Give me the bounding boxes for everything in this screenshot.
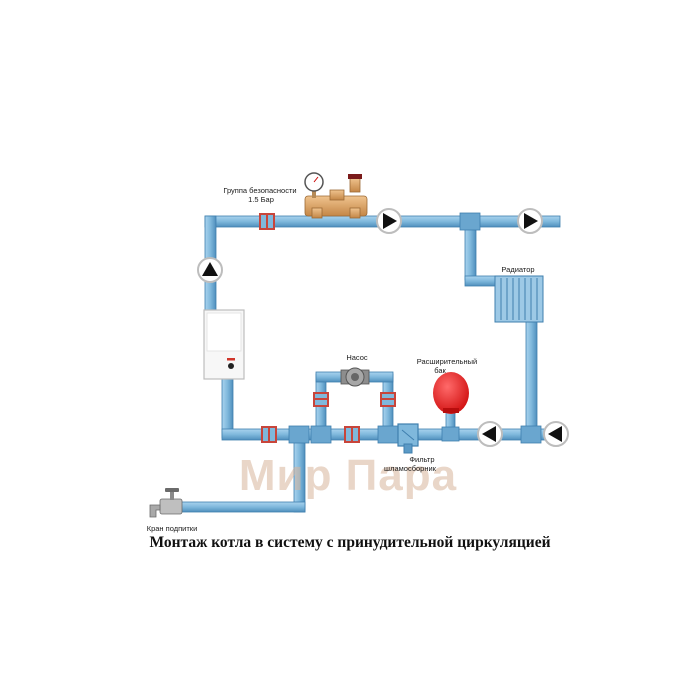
safety-group <box>304 172 368 219</box>
label-fill-valve: Кран подпитки <box>147 524 198 533</box>
pipe-radiator-return <box>525 317 538 439</box>
circle-arrow-icon <box>376 208 402 234</box>
radiator-icon <box>494 275 544 323</box>
expansion-tank-icon <box>433 372 469 414</box>
label-filter-line1: Фильтр <box>409 455 434 464</box>
circle-arrow-icon <box>197 257 223 283</box>
label-filter-line2: шламосборник <box>384 464 437 473</box>
watermark: Мир Пара <box>239 451 457 500</box>
label-expansion-tank: Расширительный бак <box>417 357 480 375</box>
coupling <box>520 425 542 444</box>
coupling <box>310 425 332 444</box>
circulation-pump-icon <box>340 367 370 387</box>
coupling <box>459 212 481 231</box>
air-vent-icon <box>348 174 362 193</box>
circle-arrow-icon <box>477 421 503 447</box>
pipe-fill-line <box>173 501 306 513</box>
label-pump: Насос <box>346 353 368 362</box>
label-safety-group-line2: 1.5 Бар <box>248 195 274 204</box>
ball-valve <box>261 426 277 443</box>
label-expansion-tank-line2: бак <box>434 366 446 375</box>
flow-arrows <box>197 208 569 447</box>
coupling <box>288 425 310 444</box>
filter-mud-trap-icon <box>397 423 419 454</box>
ball-valve <box>259 213 275 230</box>
ball-valve <box>344 426 360 443</box>
label-expansion-tank-line1: Расширительный <box>417 357 478 366</box>
coupling <box>377 425 399 444</box>
label-radiator: Радиатор <box>501 265 534 274</box>
diagram-caption: Монтаж котла в систему с принудительной … <box>149 534 551 551</box>
ball-valve <box>313 392 329 407</box>
water-tap-icon <box>149 488 183 518</box>
boiler-icon <box>203 309 245 380</box>
circle-arrow-icon <box>543 421 569 447</box>
valves <box>259 213 396 443</box>
label-safety-group: Группа безопасности 1.5 Бар <box>223 186 298 204</box>
circle-arrow-icon <box>517 208 543 234</box>
pipe-fittings <box>288 212 542 444</box>
coupling <box>441 426 460 442</box>
label-filter: Фильтр шламосборник <box>384 455 437 473</box>
label-safety-group-line1: Группа безопасности <box>223 186 296 195</box>
pressure-gauge-icon <box>304 172 324 198</box>
ball-valve <box>380 392 396 407</box>
